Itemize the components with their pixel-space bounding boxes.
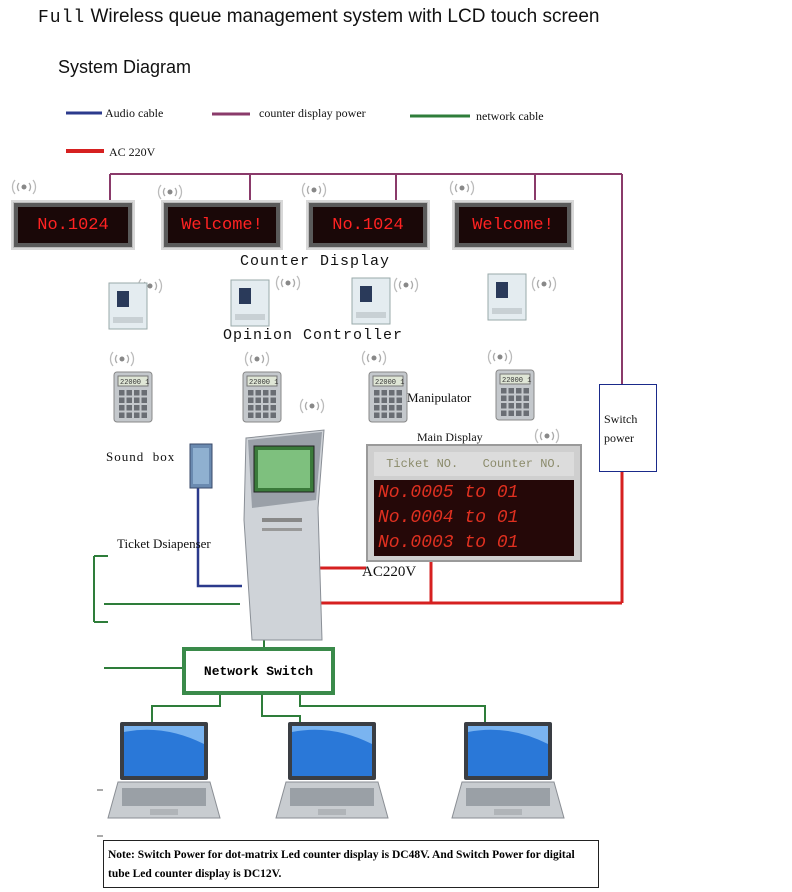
counter-display-1: No.1024 [13,202,133,248]
laptop-computer [451,722,565,819]
wireless-signal-icon [393,277,419,293]
note-text: Note: Switch Power for dot-matrix Led co… [108,849,575,880]
sound-box-label: Sound box [106,449,176,464]
wireless-signal-icon [487,349,513,365]
switch-power-label: Switch power [604,412,638,445]
diagram-subtitle: System Diagram [58,57,192,77]
wireless-signal-icon [137,278,163,294]
switch-power-box: Switch power [599,384,657,472]
page-title: Full Wireless queue management system wi… [38,6,600,28]
wireless-signal-icon [299,398,325,414]
laptop-computer [275,722,389,819]
keypad-screen-text: 22000 1 [375,379,404,387]
opinion-controller-label: Opinion Controller [223,327,404,344]
wireless-signal-icon [244,351,270,367]
wireless-signal-icon [157,184,183,200]
ticket-dispenser-kiosk [243,429,325,641]
computers [107,722,565,819]
wireless-signal-icon [531,276,557,292]
opinion-controllers [108,273,527,330]
opinion-controller-device [351,277,391,325]
main-display-row: No.0004 to 01 [378,508,519,528]
main-display-row: No.0005 to 01 [378,483,519,503]
counter-display-2: Welcome! [163,202,281,248]
wireless-signal-icon [11,179,37,195]
counter-no-header: Counter NO. [482,457,562,471]
network-switch: Network Switch [182,647,335,695]
counter-display-3: No.1024 [308,202,428,248]
audio-cable [196,487,242,588]
title-text: Wireless queue management system with LC… [90,6,600,27]
legend-display-power-label: counter display power [259,106,366,120]
wireless-signal-icon [534,428,560,444]
main-display-rows: No.0005 to 01 No.0004 to 01 No.0003 to 0… [374,480,574,556]
title-lead: Full [38,8,86,28]
manipulator-keypad: 22000 1 [495,369,535,421]
legend-ac-label: AC 220V [109,145,156,159]
network-cables [93,555,486,722]
counter-display-4: Welcome! [454,202,572,248]
ac220v-label: AC220V [362,564,417,580]
opinion-controller-device [108,282,148,330]
manipulator-keypad: 22000 1 [113,371,153,423]
legend-network-label: network cable [476,109,544,123]
display-power-bus [109,173,623,386]
legend-audio-label: Audio cable [105,106,164,120]
note-box: Note: Switch Power for dot-matrix Led co… [103,840,599,888]
opinion-controller-device [487,273,527,321]
main-display: Ticket NO. Counter NO. No.0005 to 01 No.… [366,444,582,562]
sound-box-device [189,443,213,489]
wireless-signal-icon [449,180,475,196]
main-display-label: Main Display [417,430,483,444]
laptop-computer [107,722,221,819]
main-display-row: No.0003 to 01 [378,533,519,553]
wireless-signal-icon [275,275,301,291]
keypad-screen-text: 22000 1 [249,379,278,387]
ticket-dispenser-label: Ticket Dsiapenser [117,536,211,551]
keypad-screen-text: 22000 1 [120,379,149,387]
wireless-signal-icon [301,182,327,198]
manipulator-label: Manipulator [407,390,472,405]
wireless-icons [11,179,560,444]
manipulator-keypad: 22000 1 [368,371,408,423]
ticket-no-header: Ticket NO. [386,457,459,471]
opinion-controller-device [230,279,270,327]
manipulators: 22000 1 22000 1 22000 1 22000 1 [113,369,535,423]
counter-display-label: Counter Display [240,253,391,270]
wireless-signal-icon [109,351,135,367]
manipulator-keypad: 22000 1 [242,371,282,423]
main-display-header: Ticket NO. Counter NO. [374,452,574,476]
wireless-signal-icon [361,350,387,366]
keypad-screen-text: 22000 1 [502,377,531,385]
